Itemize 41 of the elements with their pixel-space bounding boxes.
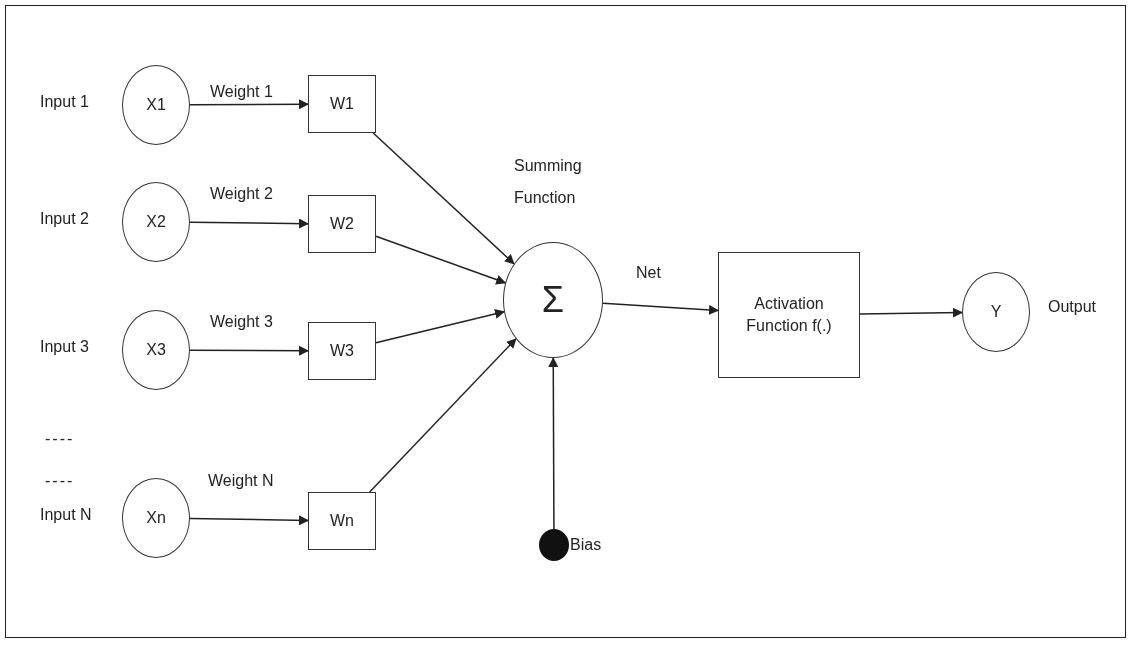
node-caption: Input 2	[40, 210, 89, 228]
node-label: Xn	[146, 507, 166, 528]
edge-label: Weight N	[208, 472, 274, 490]
node-label: W2	[330, 213, 354, 234]
node-label: X3	[146, 339, 166, 360]
arrow	[368, 338, 517, 493]
node-label: Activation Function f(.)	[745, 293, 833, 336]
arrow	[189, 345, 309, 356]
process-box	[308, 195, 376, 253]
edge-label: Weight 3	[210, 313, 273, 331]
process-box	[308, 492, 376, 550]
node-label: W1	[330, 93, 354, 114]
arrow	[372, 132, 515, 265]
arrow	[548, 357, 559, 530]
arrow	[375, 235, 507, 285]
arrow	[189, 515, 309, 526]
edge-label: Weight 1	[210, 83, 273, 101]
node-label: Y	[990, 301, 1002, 322]
arrow	[859, 307, 963, 318]
node-caption: Output	[1048, 298, 1097, 316]
node-label: Σ	[541, 277, 565, 322]
bias-dot	[539, 529, 569, 561]
node-label: W3	[330, 340, 354, 361]
process-box	[718, 252, 860, 378]
node-caption: Input 3	[40, 338, 89, 356]
edge-label: Weight 2	[210, 185, 273, 203]
node-label: Wn	[330, 510, 354, 531]
arrow	[189, 218, 309, 229]
arrow	[189, 99, 309, 110]
process-box	[308, 75, 376, 133]
node-label: X2	[146, 211, 166, 232]
arrow	[602, 302, 719, 315]
node-caption: Input N	[40, 506, 92, 524]
node-label: X1	[146, 94, 166, 115]
ellipsis-dashes: ----	[45, 472, 75, 490]
node-caption: Bias	[570, 536, 602, 554]
ellipsis-dashes: ----	[45, 430, 75, 448]
node-caption: Summing Function	[514, 156, 583, 208]
node-caption: Input 1	[40, 93, 89, 111]
process-box	[308, 322, 376, 380]
arrow	[375, 309, 505, 344]
